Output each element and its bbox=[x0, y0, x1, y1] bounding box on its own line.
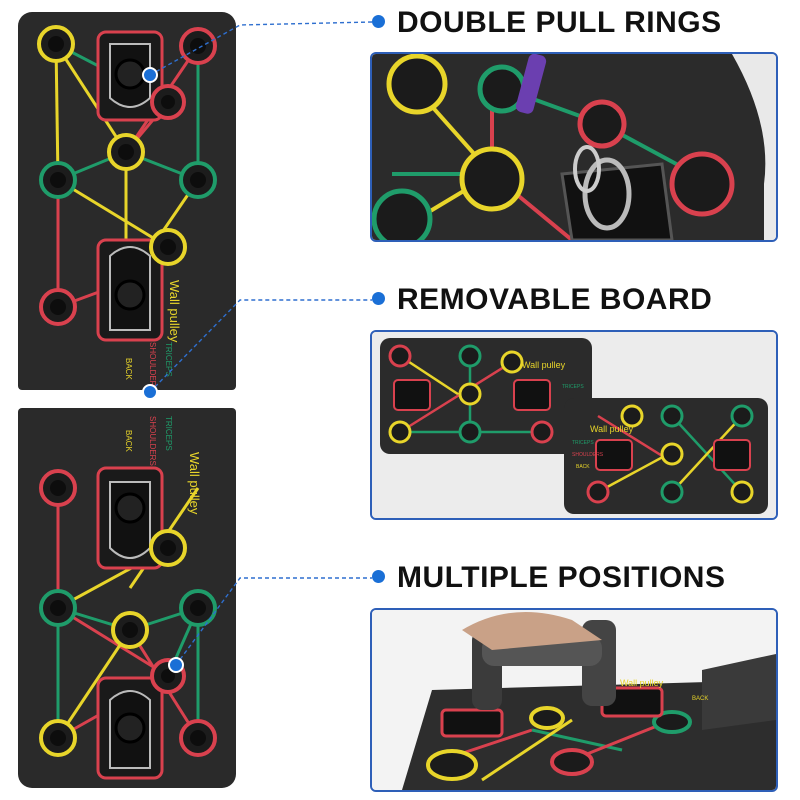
board-top-wall-pulley: Wall pulley bbox=[167, 280, 182, 343]
feature-label-text: MULTIPLE POSITIONS bbox=[397, 561, 726, 594]
board-bottom-back: BACK bbox=[124, 430, 133, 452]
board-top-graphic: Wall pulley TRICEPS SHOULDERS BACK bbox=[37, 25, 217, 390]
photo3-wall-pulley: Wall pulley bbox=[620, 678, 664, 688]
board-bottom-wall-pulley: Wall pulley bbox=[187, 452, 202, 515]
bullet-dot-icon bbox=[372, 14, 385, 28]
feature-label-removable-board: REMOVABLE BOARD bbox=[372, 283, 712, 317]
removable-board-illustration: Wall pulley TRICEPS Wall pulley TRICEPS … bbox=[372, 332, 776, 518]
bullet-dot-icon bbox=[372, 291, 385, 305]
feature-label-text: DOUBLE PULL RINGS bbox=[397, 6, 722, 39]
bullet-dot-icon bbox=[372, 569, 385, 583]
pushup-board-top: Wall pulley TRICEPS SHOULDERS BACK bbox=[18, 12, 236, 390]
photo-pull-rings bbox=[370, 52, 778, 242]
board-top-triceps: TRICEPS bbox=[164, 342, 173, 377]
photo3-back: BACK bbox=[692, 696, 708, 702]
callout-marker-pull-rings bbox=[142, 67, 158, 83]
pushup-board-bottom: Wall pulley TRICEPS SHOULDERS BACK bbox=[18, 408, 236, 788]
board-bottom-shoulders: SHOULDERS bbox=[148, 416, 157, 466]
board-right-shoulders: SHOULDERS bbox=[572, 452, 604, 458]
photo-multiple-positions: Wall pulley BACK bbox=[370, 608, 778, 792]
board-right-triceps: TRICEPS bbox=[572, 440, 594, 446]
callout-marker-removable-board bbox=[142, 384, 158, 400]
board-left-triceps: TRICEPS bbox=[562, 384, 584, 390]
board-top-back: BACK bbox=[124, 358, 133, 380]
board-left-wall-pulley: Wall pulley bbox=[522, 360, 566, 370]
feature-label-multiple-positions: MULTIPLE POSITIONS bbox=[372, 561, 725, 595]
multiple-positions-illustration: Wall pulley BACK bbox=[372, 610, 776, 790]
board-top-shoulders: SHOULDERS bbox=[148, 342, 157, 390]
pull-rings-illustration bbox=[372, 54, 776, 240]
callout-marker-multiple-positions bbox=[168, 657, 184, 673]
board-bottom-graphic: Wall pulley TRICEPS SHOULDERS BACK bbox=[39, 416, 217, 780]
board-right-wall-pulley: Wall pulley bbox=[590, 424, 634, 434]
photo-removable-board: Wall pulley TRICEPS Wall pulley TRICEPS … bbox=[370, 330, 778, 520]
feature-label-pull-rings: DOUBLE PULL RINGS bbox=[372, 6, 722, 40]
feature-label-text: REMOVABLE BOARD bbox=[397, 283, 713, 316]
board-bottom-triceps: TRICEPS bbox=[164, 416, 173, 451]
board-right-back: BACK bbox=[576, 464, 590, 470]
